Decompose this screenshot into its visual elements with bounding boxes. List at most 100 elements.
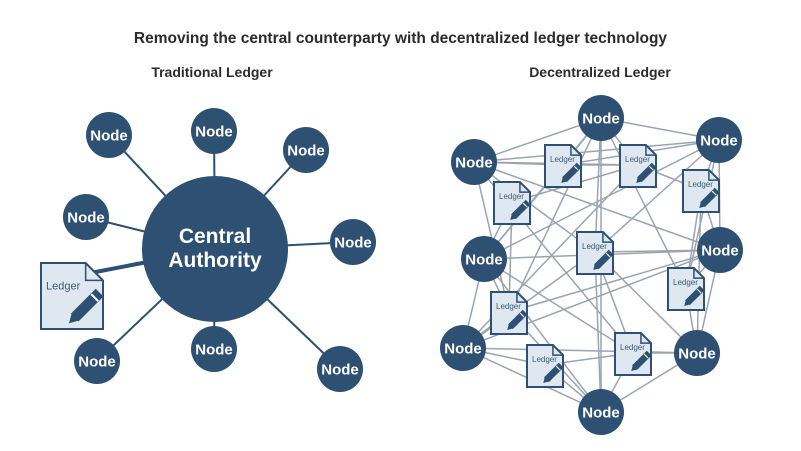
mesh-connection <box>685 139 720 289</box>
pencil-icon <box>68 288 104 324</box>
pencil-icon <box>510 199 531 221</box>
ledger-fold <box>84 263 103 282</box>
traditional-node-3: Node <box>283 127 329 173</box>
node-label: Node <box>700 132 738 149</box>
node-label: Node <box>455 154 493 171</box>
pencil-tip <box>631 365 637 372</box>
decentralized-ledger-9: Ledger <box>614 332 652 376</box>
ledger-label: Ledger <box>673 278 698 287</box>
node-label: Node <box>334 234 372 251</box>
pencil-icon <box>593 249 614 271</box>
mesh-connection <box>483 258 634 354</box>
pencil-band <box>696 288 702 294</box>
decentralized-ledger-heading: Decentralized Ledger <box>529 64 671 80</box>
traditional-node-5: Node <box>330 219 376 265</box>
mesh-connection <box>600 117 687 289</box>
pencil-tip <box>636 177 642 184</box>
node-circle <box>330 219 376 265</box>
mesh-connection <box>594 251 602 413</box>
traditional-node-1: Node <box>86 112 132 158</box>
mesh-connection <box>473 139 720 163</box>
node-circle <box>696 117 742 163</box>
pencil-band <box>573 165 579 171</box>
node-label: Node <box>195 123 233 140</box>
node-label: Node <box>465 251 503 268</box>
traditional-ledger: Ledger <box>40 262 104 330</box>
mesh-connection <box>594 139 720 253</box>
node-circle <box>578 389 624 435</box>
mesh-connection <box>473 161 510 313</box>
mesh-connection <box>473 161 721 251</box>
decentralized-node-6: Node <box>440 325 486 371</box>
ledger-fold <box>708 170 719 181</box>
traditional-node-6: Node <box>191 326 237 372</box>
pencil-tip <box>68 313 79 324</box>
mesh-connection <box>508 249 721 313</box>
pencil-tip <box>507 324 513 331</box>
node-circle <box>191 108 237 154</box>
ledger-label: Ledger <box>688 180 713 189</box>
decentralized-node-7: Node <box>674 330 720 376</box>
ledger-label: Ledger <box>620 343 645 352</box>
pencil-tip <box>510 214 516 221</box>
node-label: Node <box>287 142 325 159</box>
node-circle <box>86 112 132 158</box>
decentralized-ledger-6: Ledger <box>667 267 705 311</box>
decentralized-node-3: Node <box>696 117 742 163</box>
node-circle <box>74 338 120 384</box>
ledger-page <box>40 262 104 330</box>
ledger-label: Ledger <box>625 155 650 164</box>
pencil-band <box>648 165 654 171</box>
traditional-node-2: Node <box>191 108 237 154</box>
node-label: Node <box>582 110 620 127</box>
node-circle <box>451 139 497 185</box>
node-circle <box>440 325 486 371</box>
ledger-fold <box>645 145 656 156</box>
pencil-tip <box>561 177 567 184</box>
traditional-node-8: Node <box>317 346 363 392</box>
node-label: Node <box>582 404 620 421</box>
pencil-band <box>90 293 99 302</box>
node-label: Node <box>701 242 739 259</box>
ledger-fold <box>516 292 527 303</box>
pencil-band <box>711 190 717 196</box>
node-label: Node <box>67 209 105 226</box>
decentralized-ledger-5: Ledger <box>576 231 614 275</box>
ledger-label: Ledger <box>496 302 521 311</box>
ledger-label: Ledger <box>550 155 575 164</box>
pencil-icon <box>631 350 652 372</box>
ledger-fold <box>552 345 563 356</box>
central-authority-label-line2: Authority <box>168 249 262 272</box>
decentralized-node-8: Node <box>578 389 624 435</box>
node-label: Node <box>321 361 359 378</box>
decentralized-ledger-1: Ledger <box>544 144 582 188</box>
decentralized-ledger-4: Ledger <box>493 181 531 225</box>
ledger-fold <box>570 145 581 156</box>
pencil-band <box>605 252 611 258</box>
node-circle <box>283 127 329 173</box>
decentralized-ledger-7: Ledger <box>490 291 528 335</box>
pencil-icon <box>543 362 564 384</box>
node-label: Node <box>90 127 128 144</box>
node-circle <box>317 346 363 392</box>
decentralized-node-1: Node <box>578 95 624 141</box>
pencil-icon <box>507 309 528 331</box>
node-label: Node <box>678 345 716 362</box>
node-label: Node <box>195 341 233 358</box>
traditional-ledger-heading: Traditional Ledger <box>151 64 273 80</box>
ledger-fold <box>640 333 651 344</box>
ledger-fold <box>602 232 613 243</box>
node-circle <box>578 95 624 141</box>
decentralized-node-2: Node <box>451 139 497 185</box>
decentralized-node-4: Node <box>461 236 507 282</box>
node-circle <box>63 194 109 240</box>
mesh-connection <box>483 258 602 413</box>
node-circle <box>191 326 237 372</box>
decentralized-node-5: Node <box>697 227 743 273</box>
pencil-band <box>555 365 561 371</box>
pencil-icon <box>699 187 720 209</box>
